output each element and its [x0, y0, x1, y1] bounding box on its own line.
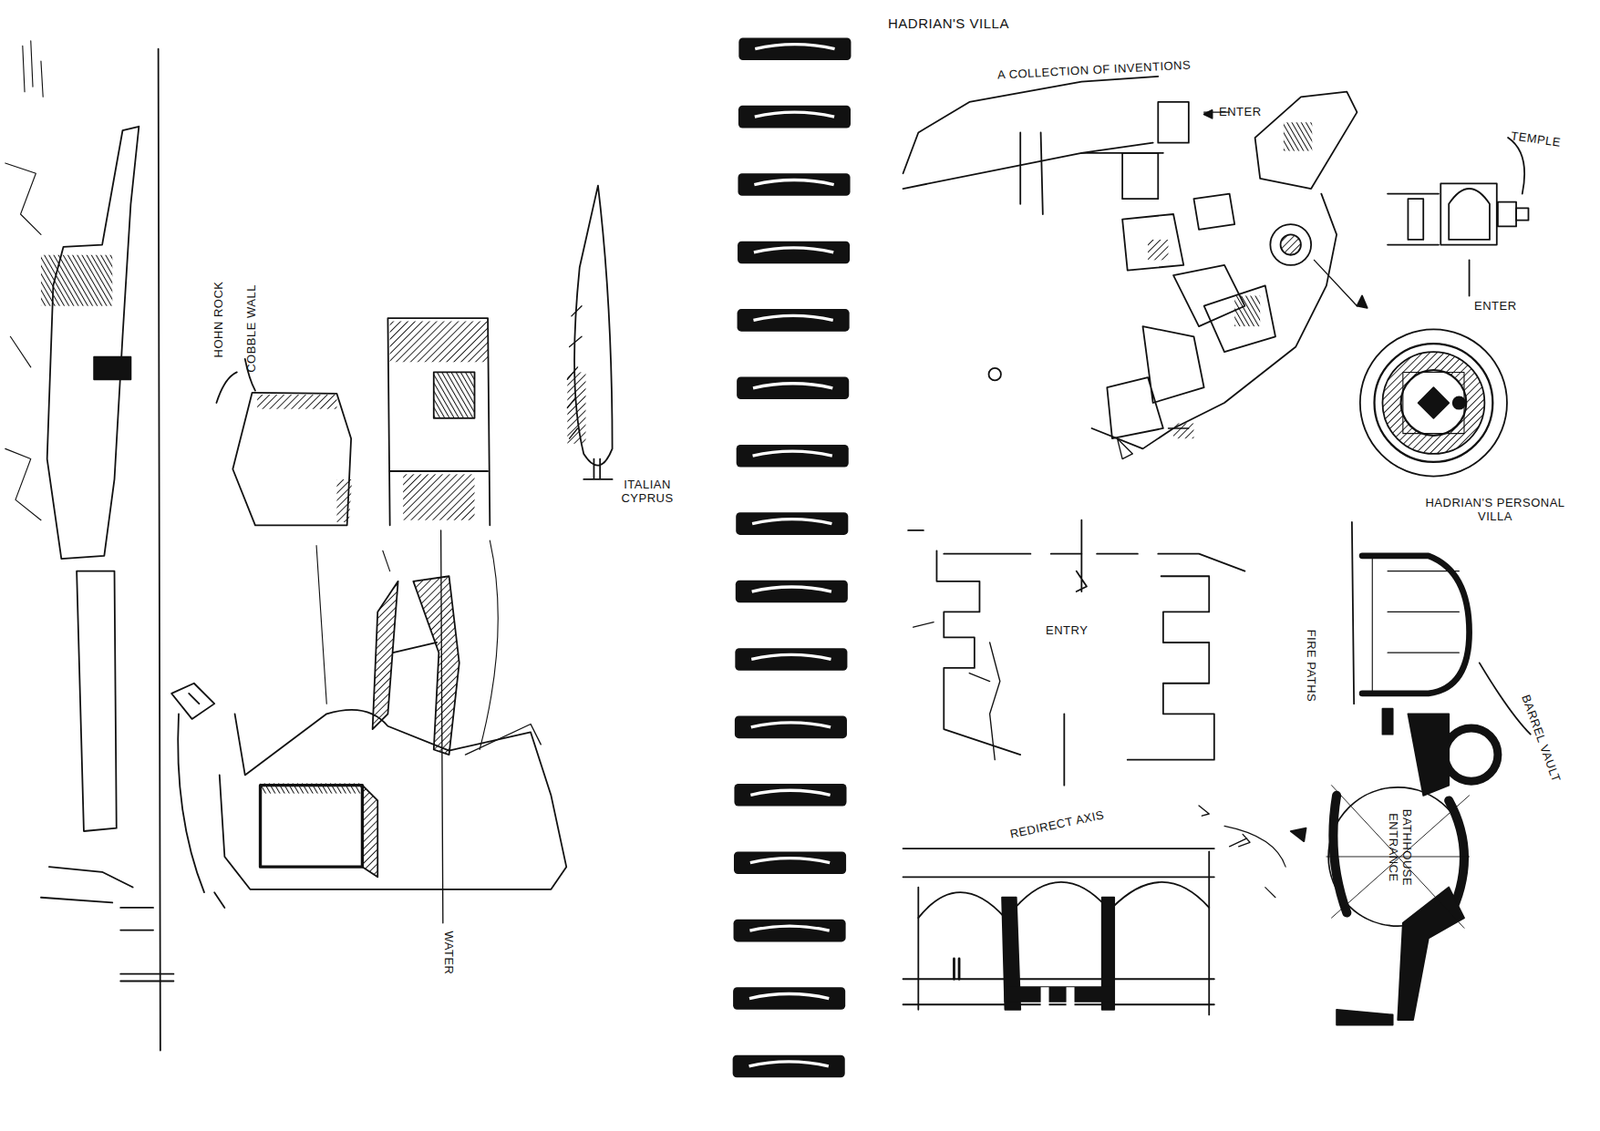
binding-loop [737, 241, 850, 265]
spiral-binding [732, 37, 852, 1078]
sketch-label: BARREL VAULT [1517, 692, 1563, 785]
sketch-label: ENTER [1474, 299, 1518, 314]
binding-loop [732, 987, 846, 1011]
binding-loop [734, 648, 847, 671]
binding-highlight [750, 858, 830, 864]
sketch-label: FIRE PATHS [1303, 629, 1318, 703]
binding-loop [738, 105, 851, 129]
binding-loop [736, 444, 849, 468]
binding-loop [733, 851, 847, 875]
binding-loop [737, 173, 850, 197]
sketch-label: HADRIAN'S PERSONAL VILLA [1422, 496, 1569, 525]
binding-highlight [753, 247, 834, 253]
sketch-label: ITALIAN CYPRUS [610, 478, 684, 506]
binding-highlight [754, 44, 835, 50]
binding-loop [733, 919, 847, 943]
sketch-label: ENTER [1218, 105, 1262, 120]
binding-highlight [752, 587, 832, 592]
binding-highlight [753, 180, 834, 186]
sketch-label: HOHN ROCK [212, 280, 227, 358]
sketch-label: WATER [442, 930, 456, 975]
binding-highlight [751, 654, 831, 660]
binding-highlight [749, 993, 829, 999]
sketch-label: REDIRECT AXIS [1009, 808, 1106, 842]
binding-loop [735, 580, 848, 604]
sketch-label: BATHHOUSE ENTRANCE [1385, 797, 1414, 899]
binding-highlight [749, 1062, 829, 1067]
binding-highlight [750, 790, 830, 795]
binding-highlight [754, 112, 835, 117]
binding-loop [732, 1055, 846, 1079]
binding-loop [737, 309, 850, 332]
binding-highlight [752, 519, 832, 525]
binding-highlight [749, 926, 829, 931]
binding-loop [734, 716, 847, 740]
binding-loop [733, 784, 847, 807]
sketch-label: ENTRY [1045, 624, 1088, 639]
binding-highlight [753, 315, 833, 320]
binding-highlight [753, 451, 833, 456]
binding-loop [738, 37, 851, 61]
binding-loop [736, 376, 849, 400]
binding-highlight [753, 383, 833, 389]
binding-loop [735, 512, 848, 536]
sketch-label: COBBLE WALL [245, 284, 259, 373]
binding-highlight [751, 722, 831, 728]
sketch-label: A COLLECTION OF INVENTIONS [997, 58, 1192, 83]
sketch-label: HADRIAN'S VILLA [887, 15, 1010, 31]
